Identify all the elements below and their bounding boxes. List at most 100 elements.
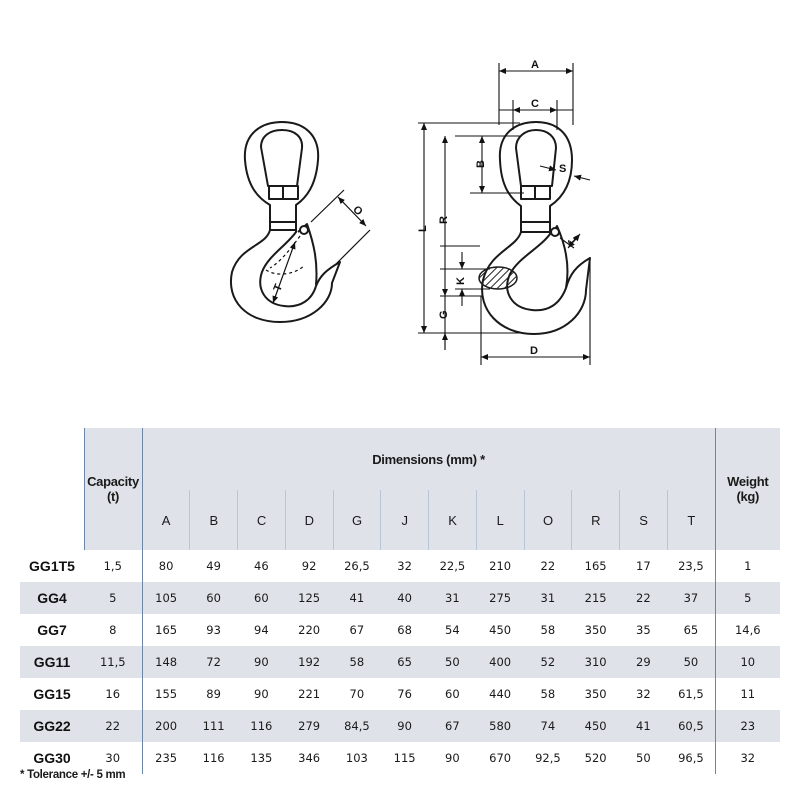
header-dim-t: T: [666, 490, 716, 550]
dim-cell-r: 165: [584, 559, 607, 573]
dim-cell-b: 93: [206, 623, 221, 637]
capacity-cell: 16: [84, 678, 143, 710]
weight-cell: 10: [714, 646, 781, 678]
dim-cell-g: 103: [345, 751, 368, 765]
hook-side-view: [229, 121, 341, 323]
dim-cell-j: 40: [380, 582, 429, 614]
dim-cell-a: 148: [142, 646, 190, 678]
dim-cell-a: 235: [155, 751, 178, 765]
dim-cell-a: 155: [155, 687, 178, 701]
dim-cell-k: 22,5: [439, 559, 466, 573]
label-R: R: [438, 216, 450, 224]
label-T: T: [271, 282, 285, 293]
dim-cell-k: 90: [445, 751, 460, 765]
weight-cell: 32: [714, 742, 781, 774]
label-L: L: [417, 225, 429, 232]
label-A: A: [531, 59, 539, 71]
model-cell: GG30: [20, 742, 84, 774]
dim-cell-j: 90: [380, 710, 429, 742]
header-weight: Weight (kg): [714, 428, 781, 550]
dim-cell-c: 135: [250, 751, 273, 765]
dim-cell-d: 125: [285, 582, 333, 614]
dim-cell-l: 210: [489, 559, 512, 573]
hook-side-dimensions: [265, 189, 371, 304]
capacity-cell: 1,5: [84, 550, 143, 582]
tolerance-footnote: * Tolerance +/- 5 mm: [20, 769, 126, 781]
dim-cell-d: 192: [285, 646, 333, 678]
header-dim-r: R: [571, 490, 620, 550]
dim-cell-j: 32: [397, 559, 412, 573]
header-dimensions: Dimensions (mm) *: [142, 428, 716, 490]
dim-cell-s: 29: [619, 646, 668, 678]
dim-cell-a: 165: [155, 623, 178, 637]
dim-cell-b: 60: [189, 582, 238, 614]
hook-diagrams: T O: [229, 59, 591, 365]
dim-cell-j: 76: [397, 687, 412, 701]
dim-cell-r: 350: [584, 687, 607, 701]
label-O: O: [350, 204, 365, 219]
model-cell: GG11: [20, 646, 84, 678]
weight-cell: 14,6: [714, 614, 781, 646]
dim-cell-l: 275: [476, 582, 524, 614]
dim-cell-l: 400: [476, 646, 524, 678]
dim-cell-k: 60: [445, 687, 460, 701]
dim-cell-a: 105: [142, 582, 190, 614]
model-cell: GG4: [20, 582, 84, 614]
section-ellipse: [478, 266, 518, 290]
weight-cell: 1: [714, 550, 781, 582]
capacity-cell: 5: [84, 582, 143, 614]
model-cell: GG15: [20, 678, 84, 710]
dim-cell-s: 41: [619, 710, 668, 742]
dim-cell-t: 50: [667, 646, 716, 678]
header-dim-j: J: [380, 490, 429, 550]
model-cell: GG22: [20, 710, 84, 742]
dim-cell-o: 92,5: [535, 751, 561, 765]
dim-cell-g: 41: [333, 582, 381, 614]
header-dim-o: O: [523, 490, 572, 550]
hook-front-view: [481, 121, 591, 335]
dim-cell-t: 61,5: [678, 687, 704, 701]
dim-cell-c: 60: [237, 582, 286, 614]
dim-cell-a: 200: [142, 710, 190, 742]
dim-cell-d: 346: [298, 751, 321, 765]
header-dim-g: G: [332, 490, 381, 550]
dim-cell-r: 450: [571, 710, 620, 742]
header-dim-l: L: [475, 490, 524, 550]
dim-cell-o: 52: [524, 646, 572, 678]
label-K: K: [455, 277, 467, 285]
capacity-cell: 30: [84, 742, 143, 774]
label-S: S: [559, 163, 566, 175]
dim-cell-j: 65: [380, 646, 429, 678]
dim-cell-j: 68: [397, 623, 412, 637]
capacity-cell: 8: [84, 614, 143, 646]
dim-cell-t: 65: [683, 623, 699, 637]
dim-cell-g: 84,5: [333, 710, 381, 742]
dim-cell-b: 49: [206, 559, 221, 573]
dim-cell-k: 31: [428, 582, 477, 614]
header-dim-a: A: [142, 490, 190, 550]
dim-cell-c: 116: [237, 710, 286, 742]
model-cell: GG1T5: [20, 550, 84, 582]
weight-cell: 23: [714, 710, 781, 742]
header-dim-s: S: [619, 490, 668, 550]
dim-cell-r: 350: [584, 623, 607, 637]
hook-front-dimensions: [418, 63, 591, 365]
dim-cell-d: 279: [285, 710, 333, 742]
weight-cell: 5: [714, 582, 781, 614]
dim-cell-g: 70: [349, 687, 365, 701]
dim-cell-a: 80: [158, 559, 174, 573]
dim-cell-b: 116: [202, 751, 225, 765]
header-dim-k: K: [428, 490, 477, 550]
dim-cell-o: 58: [540, 623, 556, 637]
specification-table: Capacity (t) Dimensions (mm) * Weight (k…: [20, 428, 781, 774]
capacity-cell: 11,5: [84, 646, 143, 678]
dim-cell-c: 90: [254, 687, 269, 701]
header-capacity: Capacity (t): [84, 428, 143, 550]
label-D: D: [530, 345, 538, 357]
